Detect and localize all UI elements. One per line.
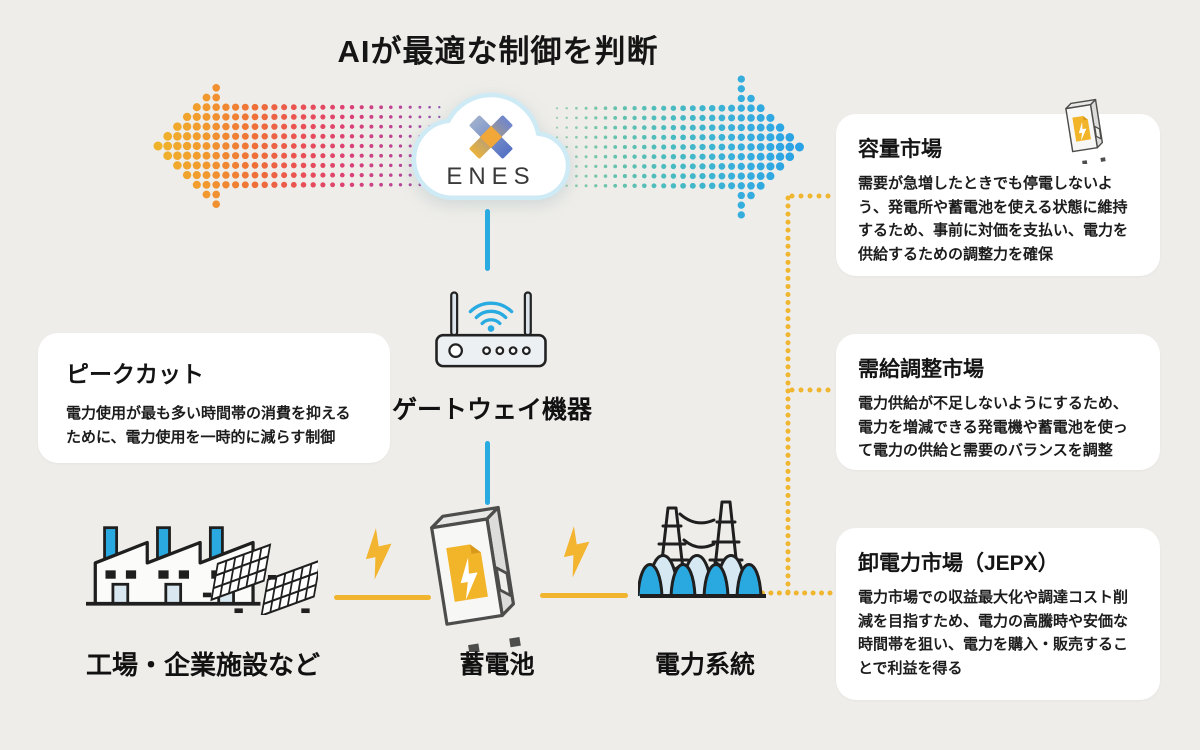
factory-and-solar-panels-icon [86,526,318,615]
enes-cloud: ENES [405,85,577,209]
market-card-balancing: 需給調整市場 電力供給が不足しないようにするため、電力を増減できる発電機や蓄電池… [836,334,1160,470]
enes-logo-text: ENES [446,163,536,190]
market-card-title: 容量市場 [858,138,942,161]
cloud-to-gateway-line [485,209,490,271]
facility-to-battery-line [334,595,431,600]
market-card-capacity: 容量市場 需要が急増したときでも停電しないよう、発電所や蓄電池を使える状態に維持… [836,114,1160,276]
wifi-router-icon [435,291,547,368]
power-wires [678,512,716,549]
market-card-title: 卸電力市場（JEPX） [858,552,1059,575]
transmission-towers-icon [638,500,766,598]
market-card-title: 需給調整市場 [858,358,984,381]
battery-label: 蓄電池 [459,651,535,679]
market-card-jepx: 卸電力市場（JEPX） 電力市場での収益最大化や調達コスト削減を目指すため、電力… [836,528,1160,700]
storage-battery-icon [430,505,521,652]
peakcut-card: ピークカット 電力使用が最も多い時間帯の消費を抑えるために、電力使用を一時的に減… [38,333,390,463]
gateway-to-battery-line [485,441,490,505]
peakcut-card-body: 電力使用が最も多い時間帯の消費を抑えるために、電力使用を一時的に減らす制御 [66,405,351,446]
market-card-body: 需要が急増したときでも停電しないよう、発電所や蓄電池を使える状態に維持するため、… [858,175,1129,264]
gateway-label: ゲートウェイ機器 [391,396,592,424]
facility-label: 工場・企業施設など [85,650,320,680]
battery-to-grid-line [540,593,628,598]
wifi-signal-icon [468,301,514,326]
lightning-bolt-icon [365,528,392,580]
solar-panel-icons [202,543,318,615]
arch-icons [638,554,763,597]
peakcut-card-title: ピークカット [66,361,204,387]
enes-logo-icon [469,115,513,159]
mini-storage-battery-icon [1064,98,1107,164]
market-card-body: 電力市場での収益最大化や調達コスト削減を目指すため、電力の高騰時や安価な時間帯を… [858,589,1129,678]
lightning-bolt-icon [563,526,590,578]
main-title: AIが最適な制御を判断 [337,34,659,69]
grid-label: 電力系統 [654,651,755,679]
market-card-body: 電力供給が不足しないようにするため、電力を増減できる発電機や蓄電池を使って電力の… [858,395,1128,460]
